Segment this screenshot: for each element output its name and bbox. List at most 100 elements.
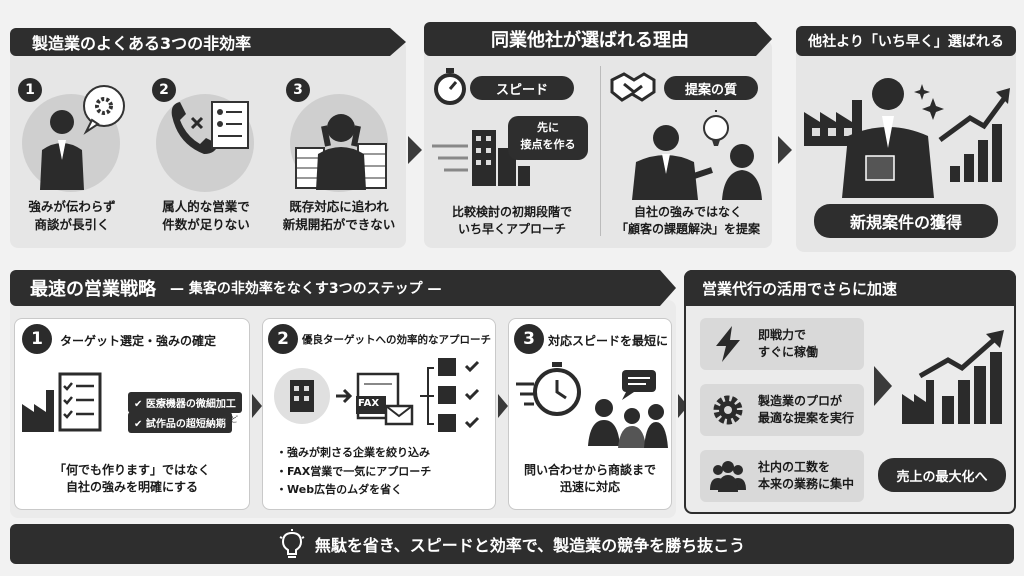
speed-bubble: 先に 接点を作る [508, 116, 588, 160]
chevron-right-icon [408, 136, 422, 164]
agency-item-1-text: 即戦力で すぐに稼働 [758, 327, 818, 362]
gear-speech-icon [40, 85, 125, 190]
growth-chart-icon [902, 330, 1004, 424]
speed-bubble-line2: 接点を作る [520, 137, 576, 151]
overwhelmed-person-icon [295, 114, 387, 190]
inefficiency-2-caption: 属人的な営業で 件数が足りない [142, 198, 270, 234]
speed-bubble-line1: 先に [537, 121, 559, 134]
quality-caption: 自社の強みではなく 「顧客の課題解決」を提案 [604, 204, 772, 239]
step-2-bullet-2: ・FAX営業で一気にアプローチ [276, 464, 432, 478]
inefficiency-1-line2: 商談が長引く [34, 217, 110, 233]
gear-icon [713, 395, 743, 425]
step-1-tag-1: ✔ 医療機器の微細加工 [128, 392, 242, 413]
step-1-tag-1-text: 医療機器の微細加工 [145, 399, 236, 410]
chevron-right-icon [874, 366, 892, 406]
step-1-tag-suffix: など [222, 415, 238, 424]
max-sales-badge: 売上の最大化へ [878, 458, 1006, 492]
reasons-divider [600, 66, 601, 236]
speed-label: スピード [470, 76, 574, 100]
agency-item-1: 即戦力で すぐに稼働 [700, 318, 864, 370]
inefficiency-3-line2: 新規開拓ができない [282, 217, 396, 233]
step-1-title: ターゲット選定・強みの確定 [60, 334, 217, 348]
inefficiency-1-line1: 強みが伝わらず [28, 199, 116, 214]
new-projects-badge: 新規案件の獲得 [814, 204, 998, 238]
quality-label-text: 提案の質 [684, 82, 737, 98]
chevron-right-icon [678, 394, 688, 418]
strategy-subtitle: — 集客の非効率をなくす3つのステップ — [170, 281, 442, 297]
step-2-number: 2 [268, 324, 298, 354]
step-3-title: 対応スピードを最短に [548, 334, 669, 348]
step-1-number: 1 [22, 324, 52, 354]
reasons-title: 同業他社が選ばれる理由 [491, 30, 689, 51]
step-2-bullet-3: ・Web広告のムダを省く [276, 483, 403, 497]
speed-label-text: スピード [495, 82, 548, 98]
inefficiency-2-line2: 件数が足りない [162, 217, 250, 233]
step-2-bullets: ・強みが刺さる企業を絞り込み ・FAX営業で一気にアプローチ ・Web広告のムダ… [276, 444, 431, 500]
agency-item-1-line1: 即戦力で [758, 327, 807, 342]
inefficiency-2-line1: 属人的な営業で [162, 199, 250, 214]
step-3-caption-line1: 問い合わせから商談まで [523, 463, 656, 477]
winning-title: 他社より「いち早く」選ばれる [808, 34, 1004, 50]
agency-item-3-line2: 本来の業務に集中 [758, 477, 855, 491]
fax-label: FAX [358, 398, 380, 409]
speed-caption: 比較検討の初期段階で いち早くアプローチ [432, 204, 592, 239]
footer-text: 無駄を省き、スピードと効率で、製造業の競争を勝ち抜こう [314, 536, 746, 555]
new-projects-text: 新規案件の獲得 [849, 213, 962, 232]
fast-response-icon [516, 362, 668, 448]
step-3-caption-line2: 迅速に対応 [559, 480, 620, 495]
inefficiency-1-caption: 強みが伝わらず 商談が長引く [10, 198, 134, 234]
step-1-tag-2-text: 試作品の超短納期 [145, 419, 226, 430]
lightning-icon [716, 326, 740, 362]
inefficiency-1-number: 1 [18, 78, 42, 102]
agency-item-2-line1: 製造業のプロが [758, 393, 843, 408]
step-3-caption: 問い合わせから商談まで 迅速に対応 [508, 462, 672, 497]
inefficiency-3-line1: 既存対応に追われ [289, 199, 389, 214]
check-icon: ✔ [134, 399, 146, 410]
quality-caption-line2: 「顧客の課題解決」を提案 [615, 222, 760, 237]
step-1-tag-2: ✔ 試作品の超短納期 [128, 412, 232, 433]
quality-caption-line1: 自社の強みではなく [633, 205, 742, 219]
step-1-caption-line2: 自社の強みを明確にする [65, 480, 199, 495]
agency-item-2-line2: 最適な提案を実行 [758, 411, 855, 425]
step-2-bullet-1: ・強みが刺さる企業を絞り込み [276, 446, 430, 459]
handshake-icon [610, 72, 656, 102]
winning-header: 他社より「いち早く」選ばれる [796, 26, 1016, 56]
inefficiency-2-number: 2 [152, 78, 176, 102]
step-3-number: 3 [514, 324, 544, 354]
inefficiency-title: 製造業のよくある3つの非効率 [32, 34, 252, 53]
consultation-icon [632, 110, 762, 200]
chevron-right-icon [252, 394, 262, 418]
stopwatch-icon [434, 68, 466, 105]
step-2-title: 優良ターゲットへの効率的なアプローチ [302, 334, 491, 346]
inefficiency-3-number: 3 [286, 78, 310, 102]
agency-item-3-line1: 社内の工数を [758, 459, 831, 474]
agency-header: 営業代行の活用でさらに加速 [684, 270, 1016, 306]
fax-approach-icon [274, 358, 480, 432]
factory-checklist-icon [22, 372, 102, 432]
chevron-right-icon [498, 394, 508, 418]
quality-label: 提案の質 [664, 76, 758, 100]
footer-banner: 無駄を省き、スピードと効率で、製造業の競争を勝ち抜こう [10, 524, 1014, 564]
speed-caption-line2: いち早くアプローチ [457, 222, 566, 237]
inefficiency-3-caption: 既存対応に追われ 新規開拓ができない [270, 198, 408, 234]
check-icon: ✔ [134, 419, 146, 430]
step-1-caption: 「何でも作ります」ではなく 自社の強みを明確にする [14, 462, 250, 497]
strategy-title: 最速の営業戦略 [30, 279, 156, 300]
inefficiency-header: 製造業のよくある3つの非効率 [10, 28, 406, 56]
strategy-header: 最速の営業戦略 — 集客の非効率をなくす3つのステップ — [10, 270, 676, 306]
agency-item-3-text: 社内の工数を 本来の業務に集中 [758, 459, 854, 494]
agency-item-1-line2: すぐに稼働 [758, 345, 819, 359]
agency-item-3: 社内の工数を 本来の業務に集中 [700, 450, 864, 502]
agency-item-2-text: 製造業のプロが 最適な提案を実行 [758, 393, 854, 428]
agency-title: 営業代行の活用でさらに加速 [702, 279, 898, 298]
step-1-caption-line1: 「何でも作ります」ではなく [53, 463, 210, 477]
team-icon [710, 461, 746, 492]
chevron-right-icon [778, 136, 792, 164]
max-sales-text: 売上の最大化へ [896, 469, 988, 485]
phone-document-icon [171, 101, 249, 154]
factory-success-icon [804, 78, 1010, 198]
reasons-header: 同業他社が選ばれる理由 [424, 22, 772, 56]
lightbulb-icon [279, 529, 305, 558]
agency-item-2: 製造業のプロが 最適な提案を実行 [700, 384, 864, 436]
speed-caption-line1: 比較検討の初期段階で [451, 205, 572, 219]
